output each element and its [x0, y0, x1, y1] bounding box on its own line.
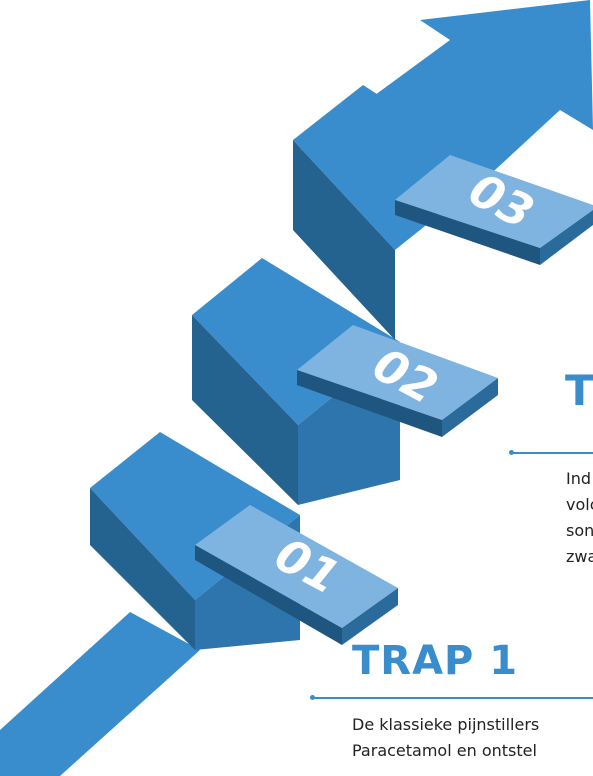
trap-1-line: De klassieke pijnstillers: [352, 715, 540, 734]
step-1-number-tile: [195, 505, 398, 628]
trap-2-line: zwa: [566, 547, 593, 566]
step-1-top: [90, 432, 300, 600]
trap-1-rule-dot: [310, 695, 315, 700]
arrow-tail: [0, 612, 200, 776]
arrow-head: [300, 0, 593, 170]
trap-2-rule: [512, 452, 593, 454]
trap-1-rule: [313, 697, 593, 699]
trap-2-rule-dot: [509, 450, 514, 455]
trap-1-description: De klassieke pijnstillers Paracetamol en…: [352, 712, 539, 764]
step-3-number-tile: [395, 155, 593, 248]
step-1-riser: [90, 488, 195, 650]
trap-2-description: Ind volc son zwa: [566, 466, 593, 570]
step-3-riser: [293, 140, 395, 340]
trap-1-title: TRAP 1: [352, 638, 519, 684]
trap-2-line: son: [566, 521, 593, 540]
trap-2-line: volc: [566, 495, 593, 514]
trap-2-title: TI: [565, 366, 593, 415]
trap-1-line: Paracetamol en ontstel: [352, 741, 537, 760]
trap-2-line: Ind: [566, 469, 592, 488]
step-2-number-tile: [297, 325, 498, 420]
step-2-riser: [192, 315, 298, 505]
